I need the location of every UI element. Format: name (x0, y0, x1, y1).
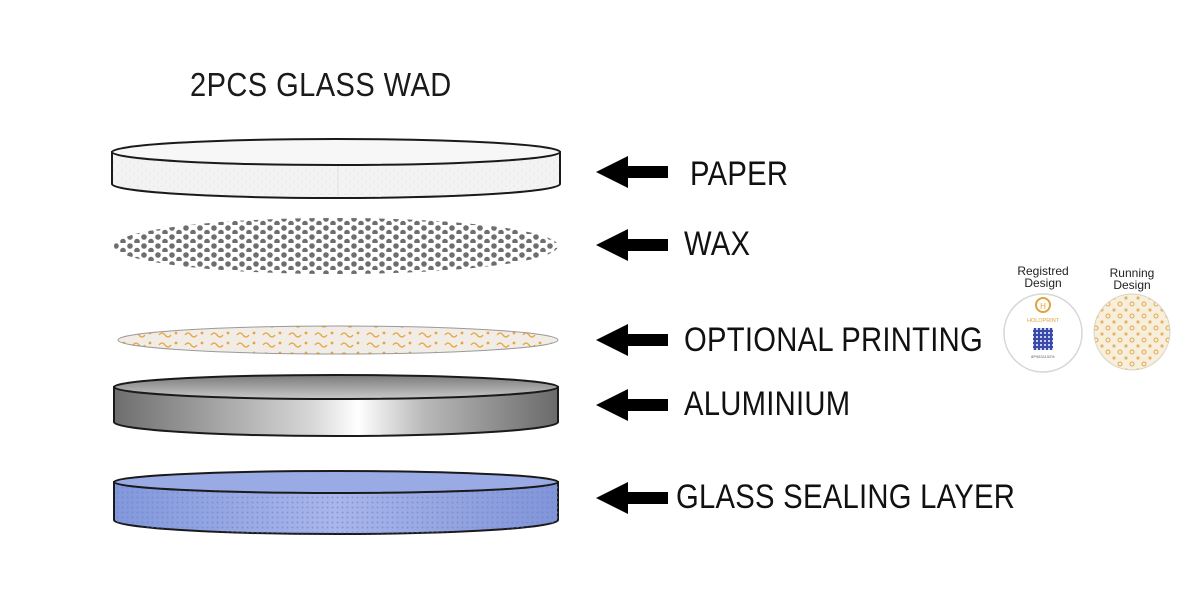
caption-line: Design (1024, 276, 1062, 290)
optional-printing-layer (117, 325, 559, 355)
running-design-sample (1093, 293, 1171, 371)
sample-brand: HOLOPRINT (1027, 318, 1060, 324)
arrow-left-icon (596, 389, 668, 421)
aluminium-layer (113, 374, 559, 437)
label-aluminium: ALUMINIUM (684, 385, 851, 423)
label-paper: PAPER (690, 155, 789, 193)
paper-layer (111, 138, 561, 199)
label-wax: WAX (684, 225, 751, 263)
diagram-title: 2PCS GLASS WAD (190, 66, 452, 103)
caption-line: Registred (1017, 264, 1069, 278)
caption-line: Running (1109, 266, 1155, 280)
arrow-left-icon (596, 482, 668, 514)
arrow-left-icon (596, 324, 668, 356)
arrow-left-icon (596, 229, 668, 261)
registered-design-caption: Registred Design (1003, 265, 1083, 289)
glass-sealing-layer (113, 470, 559, 535)
label-optional-printing: OPTIONAL PRINTING (684, 321, 983, 359)
caption-line: Design (1113, 278, 1151, 292)
registered-design-sample: H HOLOPRINT 8P9831152% (1003, 293, 1083, 373)
running-design-caption: Running Design (1092, 267, 1172, 291)
label-glass-sealing-layer: GLASS SEALING LAYER (676, 478, 1016, 516)
svg-text:H: H (1040, 302, 1046, 311)
arrows (596, 156, 668, 514)
arrow-left-icon (596, 156, 668, 188)
wax-layer (114, 218, 558, 274)
sample-code: 8P9831152% (1031, 354, 1055, 359)
